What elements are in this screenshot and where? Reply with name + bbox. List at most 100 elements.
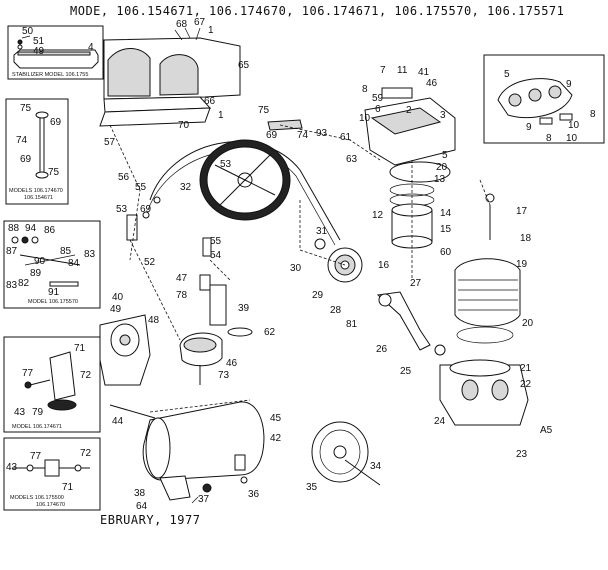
inset-check-valve: MODELS 106.175500 106.174670	[3, 437, 101, 511]
callout: 30	[290, 263, 302, 274]
cylinder-block	[454, 258, 521, 344]
callout: 74	[16, 135, 28, 146]
model-header: MODE, 106.154671, 106.174670, 106.174671…	[70, 4, 565, 18]
callout: 88	[8, 223, 20, 234]
callout: 85	[60, 246, 72, 257]
callout: 72	[80, 370, 92, 381]
callout: 7	[380, 65, 386, 76]
callout: 23	[516, 449, 528, 460]
callout: 46	[226, 358, 238, 369]
callout: 64	[136, 501, 148, 512]
callout: 89	[30, 268, 42, 279]
callout: 65	[238, 60, 250, 71]
callout: 16	[378, 260, 390, 271]
callout: 12	[372, 210, 384, 221]
callout: 4	[88, 42, 94, 53]
crankcase	[439, 359, 529, 426]
callout: 55	[210, 236, 222, 247]
inset-brace: MODELS 106.174670 106.154671	[5, 98, 69, 205]
callout: 75	[20, 103, 32, 114]
callout: 42	[270, 433, 282, 444]
callout: 9	[526, 122, 532, 133]
pressure-switch	[179, 332, 223, 385]
callout: 32	[180, 182, 192, 193]
mounting-hardware	[191, 476, 248, 504]
callout: 3	[440, 110, 446, 121]
crankshaft	[314, 238, 446, 356]
callout: 62	[264, 327, 276, 338]
inset-stabilizer: STABILIZER MODEL 106.1755	[7, 25, 104, 80]
callout: 1	[218, 110, 224, 121]
flywheel	[199, 139, 291, 221]
dipstick	[485, 193, 495, 240]
callout: 69	[140, 204, 152, 215]
inset-caption: STABILIZER MODEL 106.1755	[12, 72, 88, 78]
callout: 86	[44, 225, 56, 236]
callout: 83	[6, 280, 18, 291]
callout: 34	[370, 461, 382, 472]
inset-caption: MODEL 106.175570	[28, 299, 78, 305]
connecting-rod-assembly	[267, 119, 303, 131]
callout: 22	[520, 379, 532, 390]
inset-switch-assembly: MODEL 106.174671	[3, 336, 101, 433]
callout: 37	[198, 494, 210, 505]
inset-pressure-switch: MODEL 106.175570	[3, 220, 101, 309]
callout: 82	[18, 278, 30, 289]
callout: 61	[340, 132, 352, 143]
callout: 94	[25, 223, 37, 234]
date-footer: EBRUARY, 1977	[100, 513, 201, 527]
callout: 14	[440, 208, 452, 219]
callout: 52	[144, 257, 156, 268]
callout: 51	[33, 36, 45, 47]
callout: 83	[84, 249, 96, 260]
callout: 41	[418, 67, 430, 78]
callout: 15	[440, 224, 452, 235]
inset-caption: 106.174670	[36, 502, 65, 508]
callout: 71	[74, 343, 86, 354]
callout: 49	[33, 46, 45, 57]
callout: 5	[504, 69, 510, 80]
callout: 54	[210, 250, 222, 261]
callout: 93	[316, 128, 328, 139]
callout: 75	[48, 167, 60, 178]
air-tank	[109, 399, 265, 501]
callout: 10	[359, 113, 371, 124]
callout: 31	[316, 226, 328, 237]
belt-guard	[99, 27, 241, 127]
wheel	[311, 421, 381, 486]
callout: 43	[14, 407, 26, 418]
callout: 90	[34, 256, 46, 267]
callout: 60	[440, 247, 452, 258]
callout: 59	[372, 93, 384, 104]
callout: 63	[346, 154, 358, 165]
callout: 28	[330, 305, 342, 316]
callout: 47	[176, 273, 188, 284]
callout: 44	[112, 416, 124, 427]
callout: 24	[434, 416, 446, 427]
callout: 77	[30, 451, 42, 462]
callout: 6	[375, 104, 381, 115]
inset-valve-plate	[483, 54, 605, 144]
callout: 77	[22, 368, 34, 379]
inset-caption: MODELS 106.175500	[10, 495, 64, 501]
callout: 49	[110, 304, 122, 315]
callout: 21	[520, 363, 532, 374]
callout: 45	[270, 413, 282, 424]
callout: A5	[540, 425, 553, 436]
callout: 26	[376, 344, 388, 355]
callout: 53	[116, 204, 128, 215]
callout: 74	[297, 130, 309, 141]
callout: 46	[426, 78, 438, 89]
callout: 81	[346, 319, 358, 330]
callout-labels: 50 51 49 4 68 67 1 65 66 1 70 57 75 69 7…	[6, 17, 596, 512]
callout: 75	[258, 105, 270, 116]
callout: 17	[516, 206, 528, 217]
assembly-guides	[109, 124, 491, 341]
callout: 67	[194, 17, 206, 28]
callout: 8	[362, 84, 368, 95]
callout: 25	[400, 366, 412, 377]
callout: 8	[590, 109, 596, 120]
callout: 36	[248, 489, 260, 500]
